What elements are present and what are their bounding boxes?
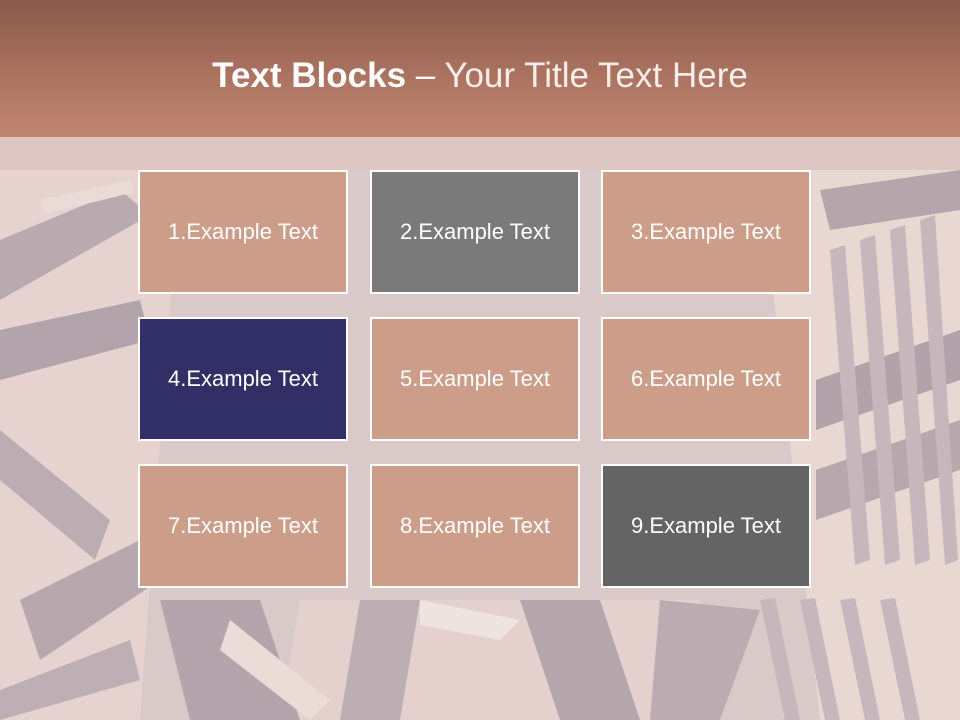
text-blocks-grid: 1.Example Text 2.Example Text 3.Example … <box>138 170 816 594</box>
text-block-label: 3.Example Text <box>630 219 781 244</box>
text-block-label: 8.Example Text <box>399 513 550 538</box>
text-block-7[interactable]: 7.Example Text <box>138 464 348 588</box>
text-block-label: 7.Example Text <box>167 513 318 538</box>
text-block-8[interactable]: 8.Example Text <box>370 464 580 588</box>
text-block-1[interactable]: 1.Example Text <box>138 170 348 294</box>
title-dash: – <box>406 56 445 95</box>
text-block-3[interactable]: 3.Example Text <box>601 170 811 294</box>
text-block-2[interactable]: 2.Example Text <box>370 170 580 294</box>
text-block-label: 2.Example Text <box>399 219 550 244</box>
slide-title: Text Blocks – Your Title Text Here <box>0 54 960 98</box>
title-bold-part: Text Blocks <box>212 56 407 95</box>
text-block-label: 9.Example Text <box>630 513 781 538</box>
title-rest-part: Your Title Text Here <box>444 56 748 95</box>
text-block-label: 4.Example Text <box>167 366 318 391</box>
text-block-5[interactable]: 5.Example Text <box>370 317 580 441</box>
text-block-label: 6.Example Text <box>630 366 781 391</box>
text-block-4[interactable]: 4.Example Text <box>138 317 348 441</box>
text-block-6[interactable]: 6.Example Text <box>601 317 811 441</box>
title-underband <box>0 137 960 170</box>
title-bar <box>0 0 960 137</box>
text-block-9[interactable]: 9.Example Text <box>601 464 811 588</box>
text-block-label: 5.Example Text <box>399 366 550 391</box>
text-block-label: 1.Example Text <box>167 219 318 244</box>
